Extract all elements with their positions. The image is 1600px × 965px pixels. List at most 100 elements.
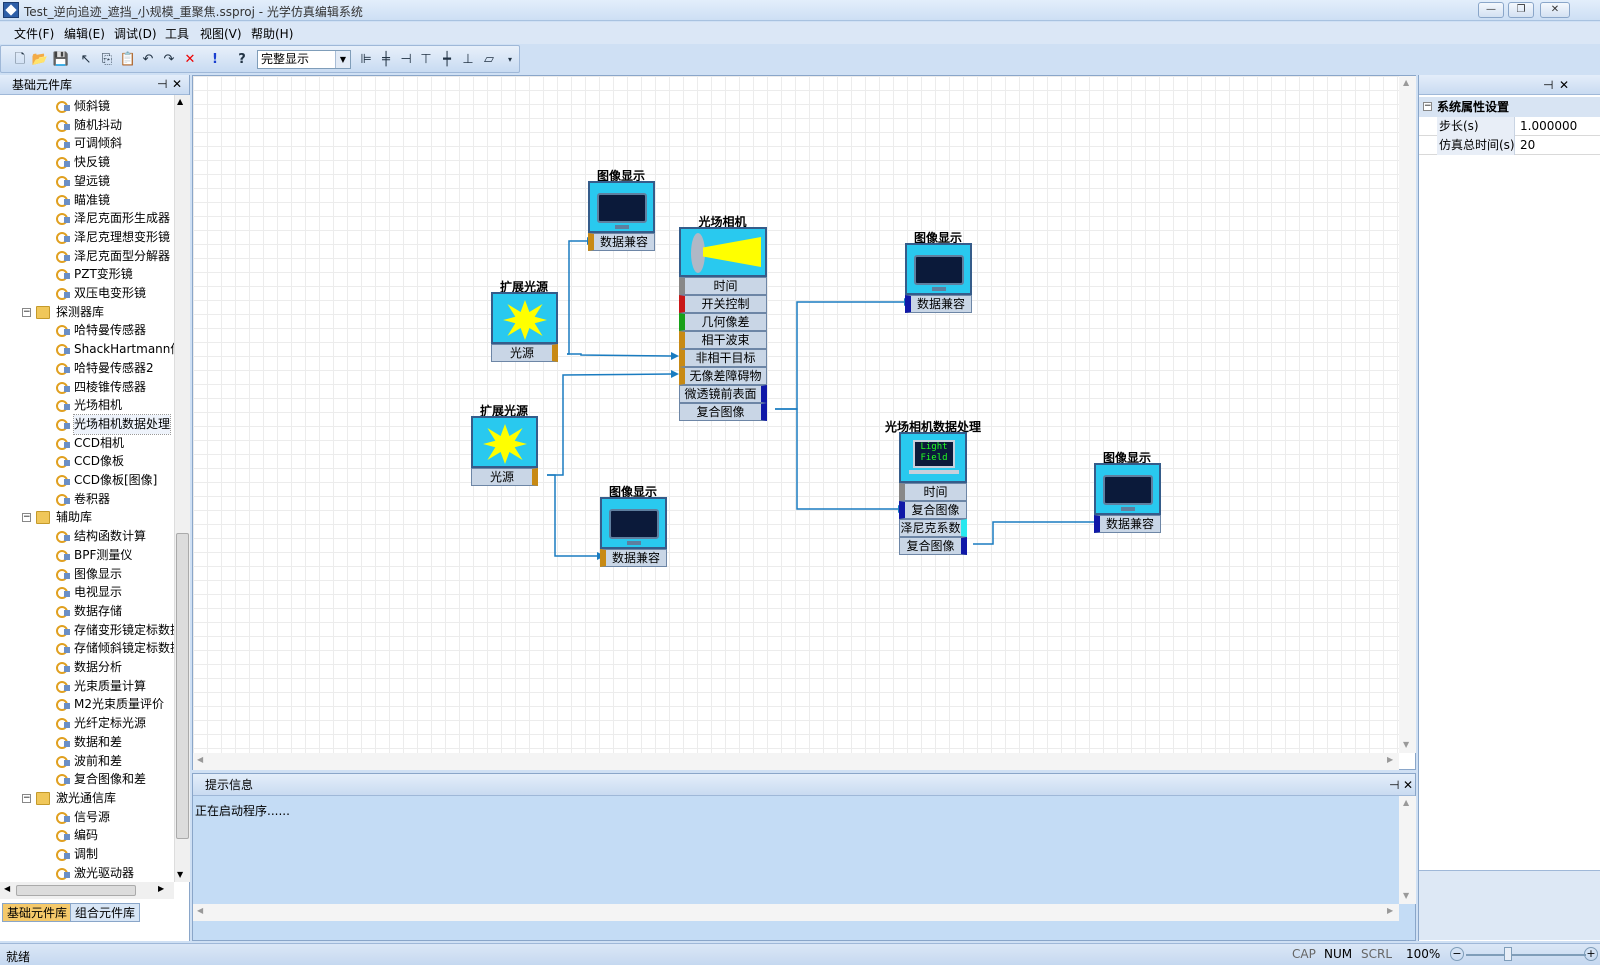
run-icon[interactable]: !	[212, 52, 218, 67]
wire-src1-camera[interactable]	[567, 353, 672, 357]
extended-source-1-block[interactable]	[491, 292, 558, 344]
scroll-down-icon[interactable]: ▼	[1403, 891, 1410, 900]
menu-view[interactable]: 视图(V)	[200, 27, 242, 41]
help-icon[interactable]: ?	[238, 52, 246, 67]
wire-camera-img3[interactable]	[775, 301, 904, 410]
camera-port-time[interactable]: 时间	[679, 277, 767, 295]
processor-port-time[interactable]: 时间	[899, 483, 967, 501]
wire-src1-img1[interactable]	[567, 240, 587, 355]
collapse-icon[interactable]: −	[1423, 101, 1432, 111]
scroll-thumb[interactable]	[176, 533, 189, 839]
save-icon[interactable]: 💾	[52, 52, 70, 67]
output-vertical-scrollbar[interactable]: ▲ ▼	[1399, 796, 1416, 904]
canvas-grid[interactable]: 图像显示 数据兼容 光场相机 时间 开关控制 几何像差 相干波束 非相干目标 无…	[193, 76, 1399, 753]
wire-camera-proc[interactable]	[775, 408, 898, 510]
pin-icon[interactable]: ⊣	[157, 77, 168, 91]
canvas-vertical-scrollbar[interactable]: ▲ ▼	[1399, 76, 1416, 753]
redo-icon[interactable]: ↷	[163, 52, 175, 67]
light-field-camera-block[interactable]	[679, 227, 767, 277]
canvas-horizontal-scrollbar[interactable]: ◀ ▶	[193, 753, 1399, 770]
image-display-3-port[interactable]: 数据兼容	[905, 295, 972, 313]
processor-port-composite-in[interactable]: 复合图像	[899, 501, 967, 519]
copy-icon[interactable]: ⎘	[101, 52, 113, 67]
zoom-out-icon[interactable]: −	[1450, 947, 1464, 961]
scroll-right-icon[interactable]: ▶	[158, 884, 165, 893]
camera-port-coherent[interactable]: 相干波束	[679, 331, 767, 349]
menu-debug[interactable]: 调试(D)	[114, 27, 157, 41]
minimize-button[interactable]: —	[1478, 2, 1504, 18]
maximize-button[interactable]: ❐	[1508, 2, 1534, 18]
image-display-2-port[interactable]: 数据兼容	[600, 549, 667, 567]
menu-file[interactable]: 文件(F)	[14, 27, 55, 41]
tab-combined-library[interactable]: 组合元件库	[70, 903, 141, 922]
menu-edit[interactable]: 编辑(E)	[64, 27, 105, 41]
pointer-icon[interactable]: ↖	[80, 52, 92, 67]
scroll-left-icon[interactable]: ◀	[4, 884, 11, 893]
wire-src2-camera[interactable]	[547, 373, 672, 476]
zoom-mode-select[interactable]: 完整显示▼	[257, 50, 351, 69]
property-row-total-time[interactable]: 仿真总时间(s) 20	[1419, 136, 1600, 155]
diagram-canvas[interactable]: 图像显示 数据兼容 光场相机 时间 开关控制 几何像差 相干波束 非相干目标 无…	[192, 75, 1416, 770]
scroll-up-icon[interactable]: ▲	[1403, 798, 1410, 807]
scroll-down-icon[interactable]: ▼	[1403, 740, 1410, 749]
camera-port-composite[interactable]: 复合图像	[679, 403, 767, 421]
align-top-icon[interactable]: ⊤	[420, 52, 432, 67]
tab-basic-library[interactable]: 基础元件库	[2, 903, 73, 922]
scroll-left-icon[interactable]: ◀	[197, 755, 204, 764]
output-horizontal-scrollbar[interactable]: ◀ ▶	[193, 904, 1399, 921]
align-bottom-icon[interactable]: ⊥	[462, 52, 474, 67]
camera-port-obstacle[interactable]: 无像差障碍物	[679, 367, 767, 385]
align-left-icon[interactable]: ⊫	[360, 52, 372, 67]
scroll-up-icon[interactable]: ▲	[177, 97, 184, 106]
extended-source-2-block[interactable]	[471, 416, 538, 468]
align-right-icon[interactable]: ⊣	[400, 52, 412, 67]
pin-icon[interactable]: ⊣	[1543, 78, 1554, 92]
undo-icon[interactable]: ↶	[142, 52, 154, 67]
close-panel-icon[interactable]: ✕	[1403, 778, 1414, 792]
menu-help[interactable]: 帮助(H)	[251, 27, 294, 41]
new-file-icon[interactable]: 🗋	[14, 52, 26, 67]
scroll-right-icon[interactable]: ▶	[1387, 755, 1394, 764]
image-display-3-block[interactable]	[905, 243, 972, 295]
processor-port-zernike[interactable]: 泽尼克系数	[899, 519, 967, 537]
open-folder-icon[interactable]: 📂	[31, 52, 49, 67]
collapse-icon[interactable]: −	[22, 792, 31, 803]
property-value-total-time[interactable]: 20	[1520, 138, 1536, 152]
close-panel-icon[interactable]: ✕	[1559, 78, 1570, 92]
collapse-icon[interactable]: −	[22, 512, 31, 523]
source-1-port[interactable]: 光源	[491, 344, 558, 362]
scroll-left-icon[interactable]: ◀	[197, 906, 204, 915]
image-display-4-block[interactable]	[1094, 463, 1161, 515]
zoom-slider[interactable]	[1466, 954, 1586, 956]
camera-port-switch[interactable]: 开关控制	[679, 295, 767, 313]
wire-src2-img2[interactable]	[547, 474, 597, 557]
close-button[interactable]: ✕	[1540, 2, 1570, 18]
image-display-4-port[interactable]: 数据兼容	[1094, 515, 1161, 533]
image-display-1-port[interactable]: 数据兼容	[588, 233, 655, 251]
route-icon[interactable]: ▱	[484, 52, 494, 67]
pin-icon[interactable]: ⊣	[1389, 778, 1400, 792]
tree-vertical-scrollbar[interactable]: ▲ ▼	[174, 95, 190, 882]
align-center-icon[interactable]: ╪	[382, 52, 390, 67]
property-value-step[interactable]: 1.000000	[1520, 119, 1578, 133]
property-section-title[interactable]: − 系统属性设置	[1419, 97, 1600, 117]
scroll-right-icon[interactable]: ▶	[1387, 906, 1394, 915]
camera-port-microlens[interactable]: 微透镜前表面	[679, 385, 767, 403]
menu-tools[interactable]: 工具	[165, 27, 190, 41]
zoom-in-icon[interactable]: +	[1584, 947, 1598, 961]
zoom-slider-thumb[interactable]	[1504, 947, 1512, 961]
align-middle-icon[interactable]: ┿	[443, 52, 451, 67]
image-display-2-block[interactable]	[600, 497, 667, 549]
scroll-down-icon[interactable]: ▼	[177, 870, 184, 879]
h-scroll-thumb[interactable]	[16, 885, 136, 896]
wire-proc-img4[interactable]	[973, 521, 1094, 545]
toolbar-overflow-icon[interactable]: ▾	[507, 55, 512, 64]
property-row-step[interactable]: 步长(s) 1.000000	[1419, 117, 1600, 136]
camera-port-aberration[interactable]: 几何像差	[679, 313, 767, 331]
image-display-1-block[interactable]	[588, 181, 655, 233]
source-2-port[interactable]: 光源	[471, 468, 538, 486]
scroll-up-icon[interactable]: ▲	[1403, 78, 1410, 87]
chevron-down-icon[interactable]: ▼	[335, 51, 350, 68]
close-panel-icon[interactable]: ✕	[172, 77, 183, 91]
